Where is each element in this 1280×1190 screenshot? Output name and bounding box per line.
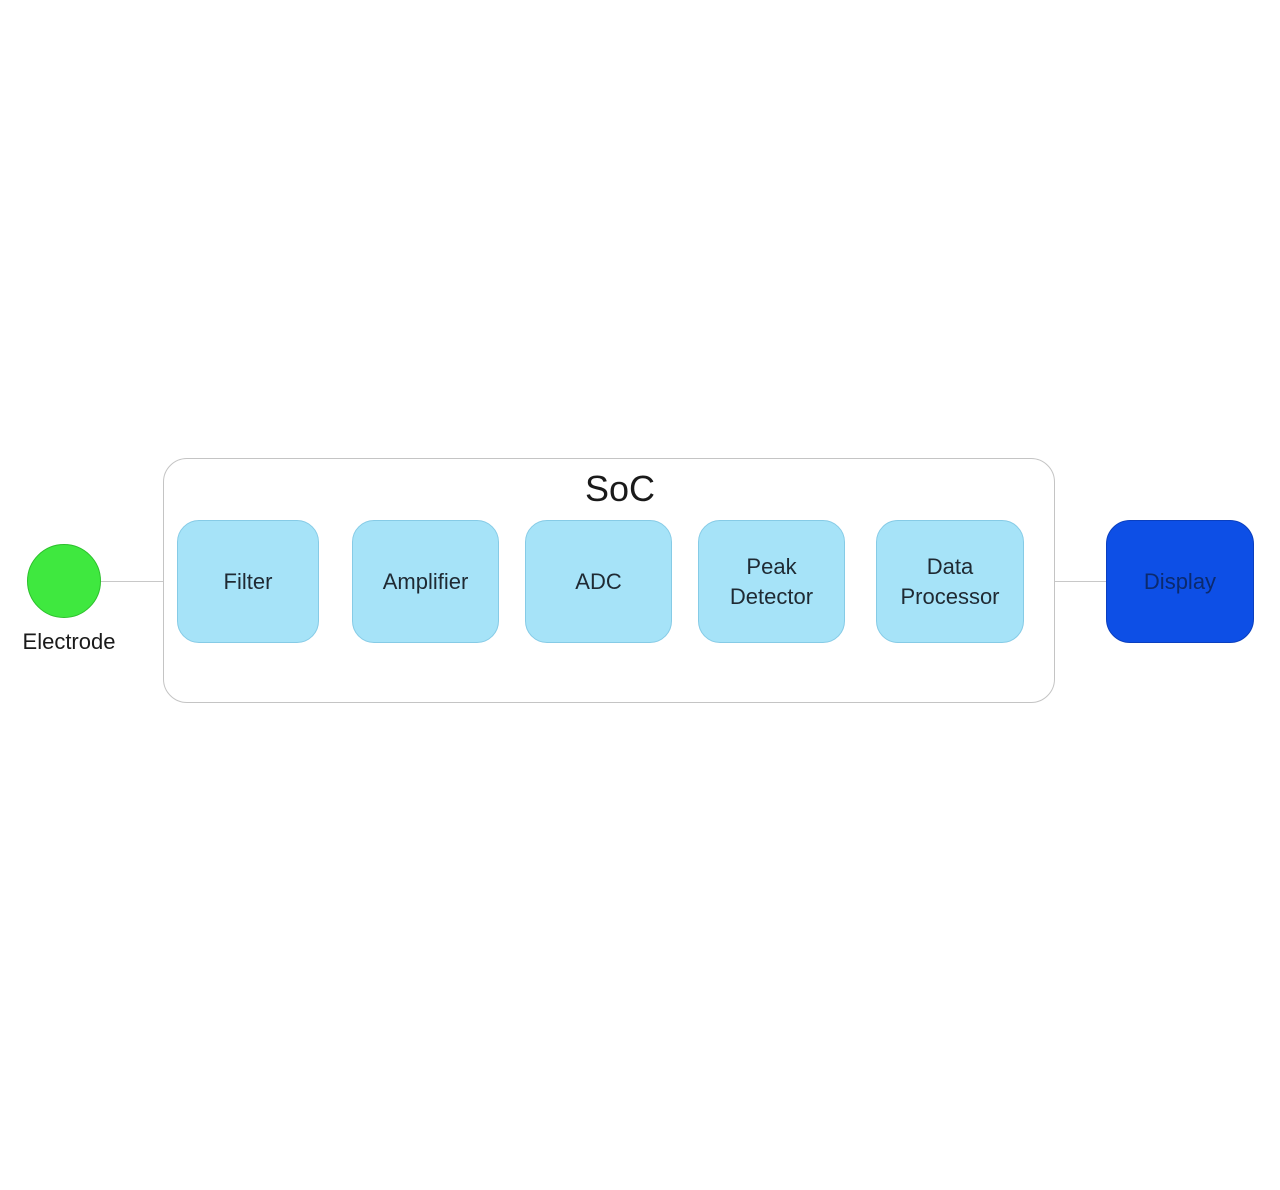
display-block: Display: [1106, 520, 1254, 643]
electrode-label: Electrode: [22, 629, 116, 654]
data-processor-block: Data Processor: [876, 520, 1024, 643]
soc-title: SoC: [584, 468, 656, 509]
connector-electrode-filter: [101, 581, 177, 582]
filter-block: Filter: [177, 520, 319, 643]
amplifier-block: Amplifier: [352, 520, 499, 643]
adc-block: ADC: [525, 520, 672, 643]
connector-data-processor-display: [1024, 581, 1106, 582]
electrode-node: [27, 544, 101, 618]
peak-detector-block: Peak Detector: [698, 520, 845, 643]
